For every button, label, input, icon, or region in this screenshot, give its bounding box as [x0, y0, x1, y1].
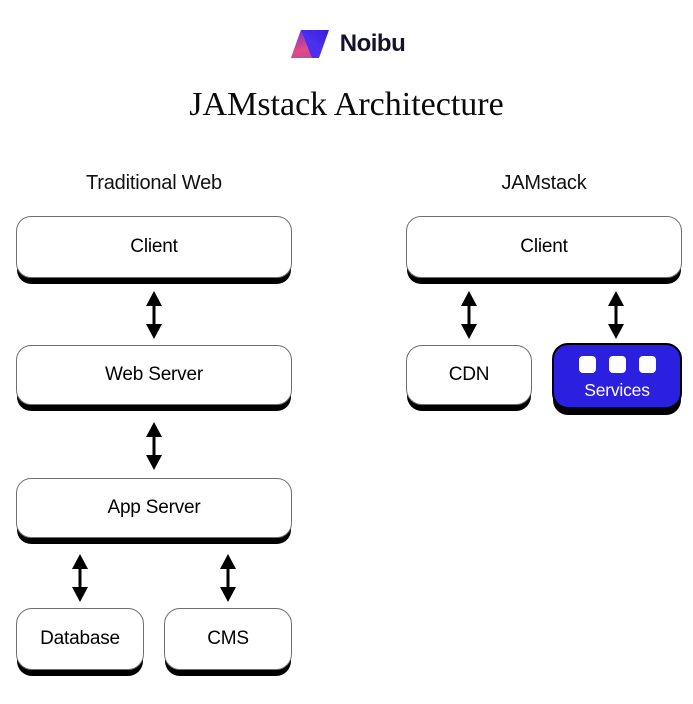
column-label-traditional-web: Traditional Web — [86, 172, 222, 194]
node-cdn: CDN — [406, 345, 532, 405]
node-services: Services — [552, 343, 682, 409]
bidirectional-arrow-icon — [142, 291, 166, 339]
column-label-jamstack: JAMstack — [501, 172, 587, 194]
bidirectional-arrow-icon — [68, 554, 92, 602]
bidirectional-arrow-icon — [457, 291, 481, 339]
node-label: CDN — [448, 364, 490, 385]
service-square — [638, 356, 656, 373]
noibu-logo-icon — [290, 30, 329, 58]
node-label: CMS — [207, 628, 249, 649]
service-square — [608, 356, 626, 373]
node-label: App Server — [107, 497, 201, 518]
node-label: Client — [130, 236, 178, 257]
brand-logo: Noibu — [0, 29, 693, 59]
service-squares-icon — [578, 356, 656, 373]
bidirectional-arrow-icon — [216, 554, 240, 602]
bidirectional-arrow-icon — [604, 291, 628, 339]
node-label: Database — [40, 628, 120, 649]
node-client-jamstack: Client — [406, 216, 682, 278]
node-label: Client — [520, 236, 568, 257]
node-database: Database — [16, 608, 144, 670]
node-app-server: App Server — [16, 478, 292, 538]
node-label: Web Server — [105, 364, 203, 385]
node-cms: CMS — [164, 608, 292, 670]
node-web-server: Web Server — [16, 345, 292, 405]
service-square — [578, 356, 596, 373]
page-title: JAMstack Architecture — [189, 86, 504, 123]
brand-name: Noibu — [339, 30, 406, 57]
node-client-traditional: Client — [16, 216, 292, 278]
bidirectional-arrow-icon — [142, 422, 166, 470]
node-label: Services — [584, 380, 650, 400]
